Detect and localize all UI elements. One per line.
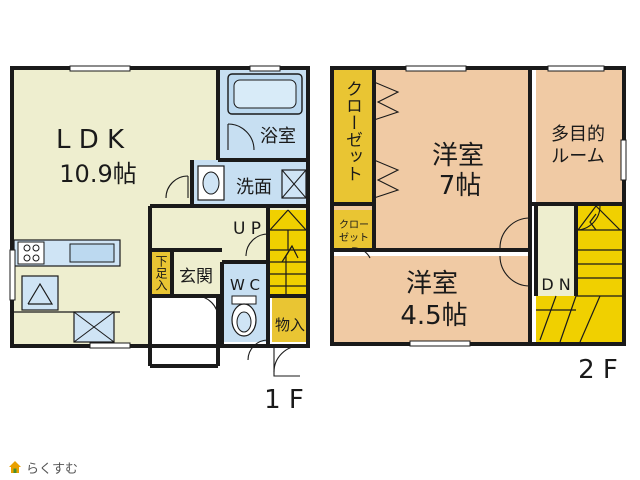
storage-area <box>272 296 308 342</box>
floor-1-label: 1 F <box>264 385 304 415</box>
western-7-name: 洋室 <box>432 141 484 171</box>
kitchen-counter <box>13 239 121 343</box>
western-4-5-size: 4.5帖 <box>400 301 467 331</box>
entry-porch <box>152 296 218 366</box>
western-room-4-5 <box>334 256 530 342</box>
closet-small-area <box>334 210 374 248</box>
stairs-down-label: D N <box>541 275 570 294</box>
multi-room <box>536 70 622 204</box>
washroom-label: 洗面 <box>236 177 272 198</box>
shoe-storage-area <box>152 250 172 296</box>
brand-name: らくすむ <box>26 461 79 477</box>
walls-2f <box>330 66 626 346</box>
floor-2-plan <box>330 65 627 347</box>
walls-1f <box>10 66 310 368</box>
closet-small-line2: ゼット <box>339 232 369 244</box>
washbasin <box>197 165 225 201</box>
closet-large-area <box>334 70 374 202</box>
storage-label: 物入 <box>275 316 305 334</box>
windows-1f <box>9 65 281 349</box>
entrance-area <box>172 250 220 294</box>
ldk-name: L D K <box>56 125 125 155</box>
bathtub <box>227 73 303 115</box>
bath-label: 浴室 <box>260 126 296 147</box>
stairs-up-label: U P <box>233 219 261 239</box>
floor-1-plan <box>9 65 310 377</box>
closet-doors <box>373 81 400 199</box>
entrance-label: 玄関 <box>179 267 213 287</box>
western-4-5-name: 洋室 <box>406 269 458 299</box>
house-icon <box>9 461 21 473</box>
shoe-storage-label: 下足入 <box>154 255 168 291</box>
ldk-size: 10.9帖 <box>59 160 136 188</box>
multi-room-line2: ルーム <box>551 146 604 167</box>
toilet <box>231 295 257 337</box>
stairs-1f <box>268 209 308 296</box>
closet-large-label: クローゼット <box>342 80 362 182</box>
hall-2f <box>536 206 576 296</box>
western-7-size: 7帖 <box>439 171 482 201</box>
wc-label: W C <box>230 276 260 294</box>
floor-2-label: 2 F <box>578 355 618 385</box>
windows-2f <box>405 65 627 347</box>
closet-small-line1: クロー <box>339 219 369 231</box>
washing-machine <box>281 169 307 199</box>
brand-logo: らくすむ <box>8 458 79 477</box>
multi-room-line1: 多目的 <box>551 124 605 145</box>
